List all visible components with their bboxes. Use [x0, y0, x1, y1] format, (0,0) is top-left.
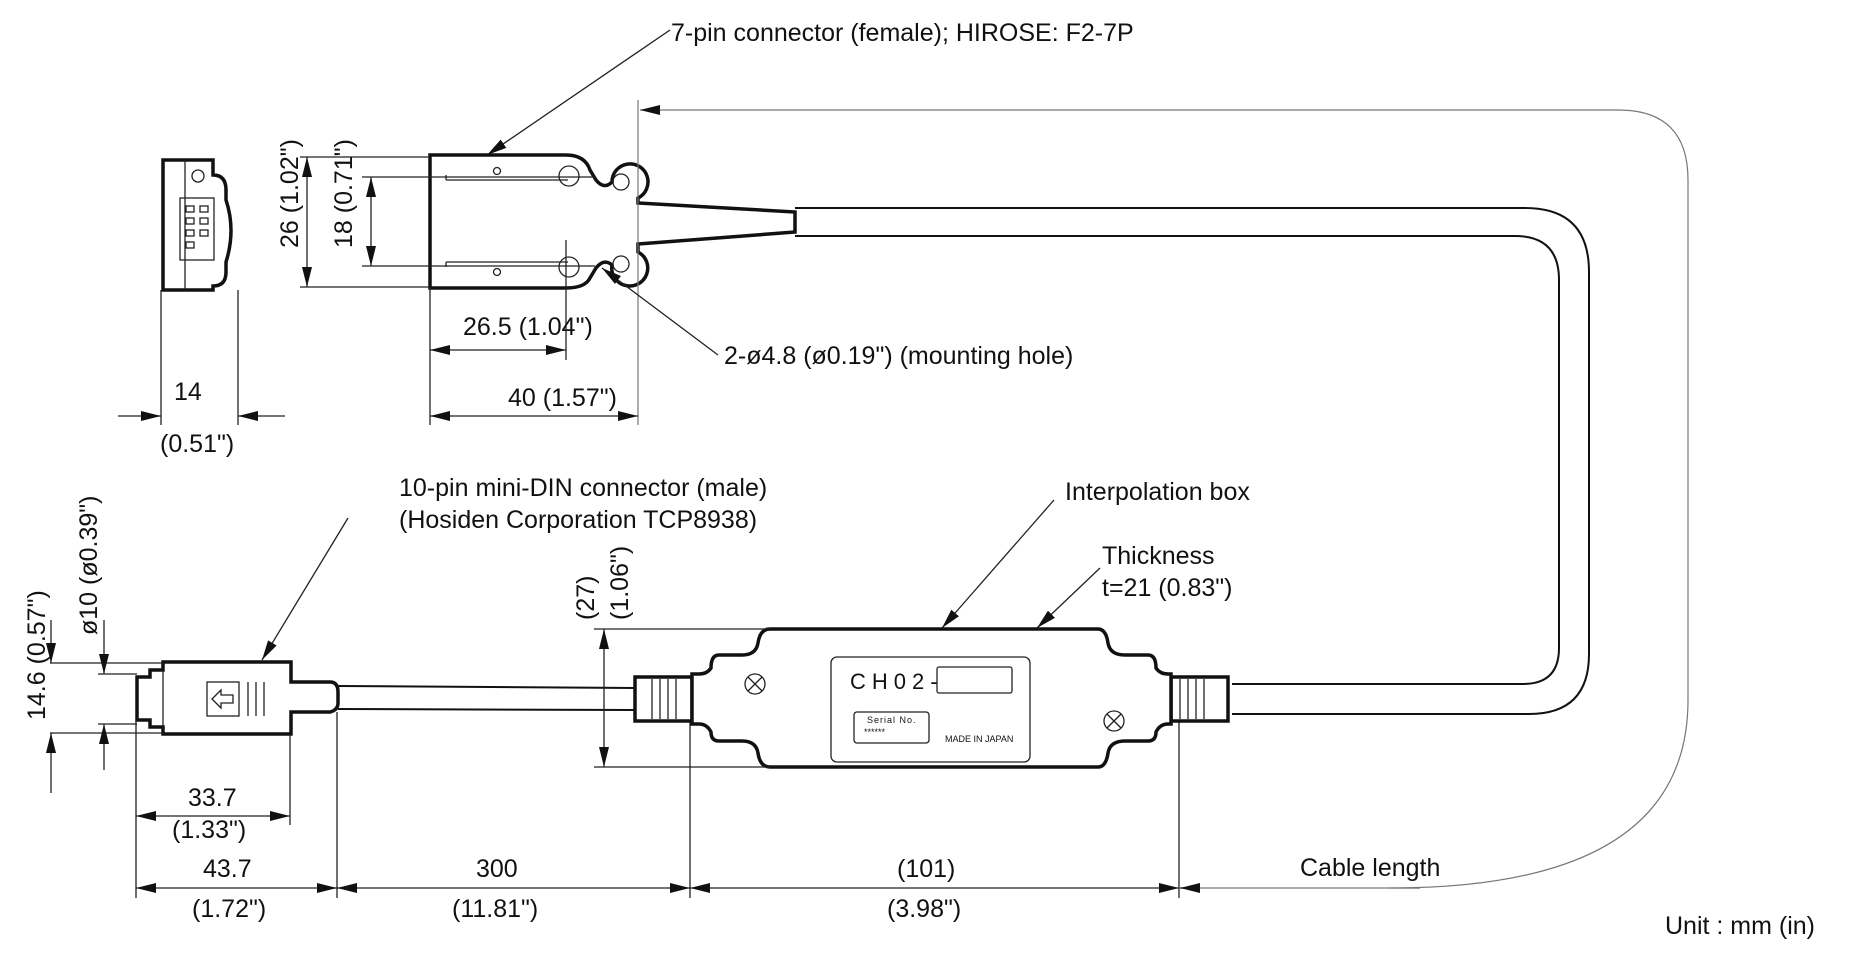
dim-plug-len-in: (1.33"): [172, 816, 246, 844]
interpolation-box: CH02- Serial No. ****** MADE IN JAPAN: [633, 627, 1230, 769]
made-in-label: MADE IN JAPAN: [945, 734, 1013, 744]
label-interp-box: Interpolation box: [1065, 478, 1250, 506]
leader-thickness: [1036, 567, 1101, 629]
cable-length-dim-line: [660, 109, 1689, 889]
cross-circle-icon: [744, 673, 766, 695]
leader-interp-box: [941, 499, 1055, 629]
dim-height-26: 26 (1.02"): [276, 139, 304, 248]
serial-value: ******: [864, 727, 886, 737]
box-model-label: CH02-: [850, 669, 944, 694]
dim-dia-10: ø10 (ø0.39"): [75, 496, 103, 635]
mini-din-plug: [135, 660, 340, 736]
dim-len-26-5: 26.5 (1.04"): [463, 313, 593, 341]
dim-len-40: 40 (1.57"): [508, 384, 617, 412]
dim-side-width-in: (0.51"): [160, 430, 234, 458]
unit-label: Unit : mm (in): [1665, 912, 1815, 940]
seven-pin-connector: [428, 153, 797, 290]
dim-box-len-in: (3.98"): [887, 895, 961, 923]
label-mini-din-2: (Hosiden Corporation TCP8938): [399, 506, 757, 534]
arrow-left-icon: [211, 688, 234, 710]
model-suffix-field: [936, 666, 1013, 694]
dim-cable-300-in: (11.81"): [452, 895, 538, 923]
serial-title: Serial No.: [867, 715, 917, 725]
dim-plug-total-mm: 43.7: [203, 855, 252, 883]
cable-loop: [795, 207, 1590, 715]
dim-plug-len-mm: 33.7: [188, 784, 237, 812]
dim-height-18: 18 (0.71"): [330, 139, 358, 248]
label-thickness-2: t=21 (0.83"): [1102, 574, 1232, 602]
leader-mounting-hole: [601, 267, 719, 356]
pin-array: [185, 205, 209, 249]
leader-seven-pin: [486, 29, 671, 156]
seven-pin-side-view: [161, 158, 233, 292]
label-cable-length: Cable length: [1300, 854, 1440, 882]
dim-side-width-mm: 14: [174, 378, 202, 406]
label-mini-din-1: 10-pin mini-DIN connector (male): [399, 474, 767, 502]
label-thickness-1: Thickness: [1102, 542, 1215, 570]
dim-box-len-mm: (101): [897, 855, 955, 883]
dim-plug-total-in: (1.72"): [192, 895, 266, 923]
dim-box-h-mm: (27): [572, 576, 600, 620]
leader-mini-din: [261, 517, 349, 661]
cross-circle-icon: [1103, 710, 1125, 732]
dim-box-h-in: (1.06"): [606, 546, 634, 620]
label-seven-pin: 7-pin connector (female); HIROSE: F2-7P: [671, 19, 1134, 47]
label-mounting-hole: 2-ø4.8 (ø0.19") (mounting hole): [724, 342, 1073, 370]
dim-h-14-6: 14.6 (0.57"): [23, 590, 51, 720]
dim-cable-300-mm: 300: [476, 855, 518, 883]
